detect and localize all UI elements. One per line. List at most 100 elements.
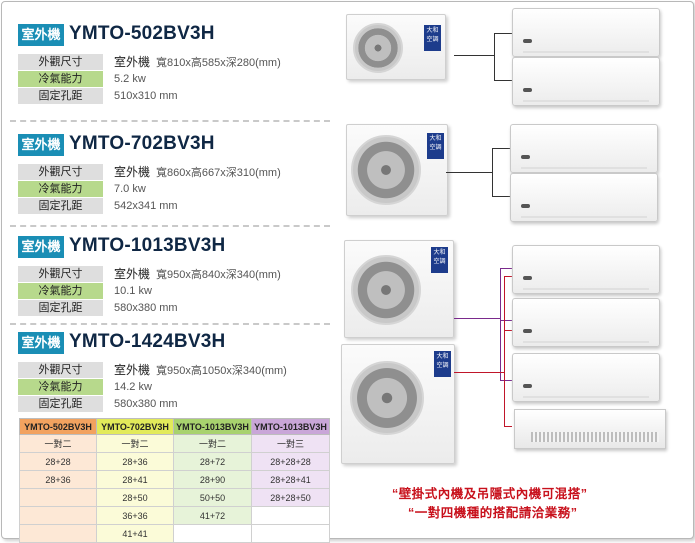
outdoor-tag: 室外機 <box>18 332 64 354</box>
model-section-1013: 室外機 YMTO-1013BV3H 外觀尺寸 室外機寬950x高840x深340… <box>18 235 338 317</box>
mount-value: 580x380 mm <box>114 398 178 410</box>
table-header: YMTO-1013BV3H <box>173 418 252 435</box>
mount-value: 542x341 mm <box>114 200 178 212</box>
cooling-value: 14.2 kw <box>114 381 152 393</box>
fan-icon <box>353 23 403 73</box>
fan-icon <box>350 361 424 435</box>
size-prefix: 室外機 <box>114 267 151 281</box>
size-prefix: 室外機 <box>114 165 151 179</box>
outdoor-tag: 室外機 <box>18 134 64 156</box>
mount-label: 固定孔距 <box>18 300 103 316</box>
section-divider <box>10 323 330 325</box>
pipe-line <box>504 276 505 426</box>
size-value: 寬860x高667x深310(mm) <box>156 167 281 179</box>
table-row: 28+50 50+50 28+28+50 <box>19 488 330 507</box>
table-cell: 28+36 <box>19 470 97 489</box>
table-cell: 一對三 <box>251 434 330 453</box>
pipe-line <box>494 33 512 34</box>
section-divider <box>10 225 330 227</box>
size-prefix: 室外機 <box>114 55 151 69</box>
model-name: YMTO-502BV3H <box>69 23 215 44</box>
indoor-unit-image <box>512 298 660 347</box>
model-section-502: 室外機 YMTO-502BV3H 外觀尺寸 室外機寬810x高585x深280(… <box>18 23 338 105</box>
table-cell <box>251 506 330 525</box>
size-value: 寬810x高585x深280(mm) <box>156 57 281 69</box>
outdoor-unit-image: 大和空調 <box>341 344 455 464</box>
mount-value: 580x380 mm <box>114 302 178 314</box>
table-cell: 28+50 <box>96 488 174 507</box>
size-label: 外觀尺寸 <box>18 266 103 282</box>
pipe-line <box>454 372 504 373</box>
table-cell: 一對二 <box>19 434 97 453</box>
indoor-unit-image <box>512 353 660 402</box>
table-cell: 28+36 <box>96 452 174 471</box>
brand-badge: 大和空調 <box>424 25 441 51</box>
table-cell: 28+28+28 <box>251 452 330 471</box>
table-row: 28+36 28+41 28+90 28+28+41 <box>19 470 330 489</box>
brand-badge: 大和空調 <box>427 133 444 159</box>
pipe-line <box>504 330 512 331</box>
table-header-row: YMTO-502BV3H YMTO-702BV3H YMTO-1013BV3H … <box>19 418 330 435</box>
model-name: YMTO-1013BV3H <box>69 235 226 256</box>
model-name: YMTO-702BV3H <box>69 133 215 154</box>
model-name: YMTO-1424BV3H <box>69 331 226 352</box>
table-cell: 36+36 <box>96 506 174 525</box>
pipe-line <box>494 80 512 81</box>
indoor-unit-image <box>512 8 660 57</box>
outdoor-unit-image: 大和空調 <box>344 240 454 338</box>
fan-icon <box>351 255 421 325</box>
pipe-line <box>454 318 500 319</box>
table-cell <box>19 524 97 543</box>
sales-note: “一對四機種的搭配請洽業務” <box>408 506 578 520</box>
cooling-value: 5.2 kw <box>114 73 146 85</box>
outdoor-tag: 室外機 <box>18 24 64 46</box>
pipe-line <box>446 172 492 173</box>
pipe-line <box>500 268 501 380</box>
table-cell: 28+28+50 <box>251 488 330 507</box>
table-cell: 一對二 <box>96 434 174 453</box>
table-cell: 28+41 <box>96 470 174 489</box>
brand-badge: 大和空調 <box>434 351 451 377</box>
cooling-label: 冷氣能力 <box>18 71 103 87</box>
table-cell: 28+28+41 <box>251 470 330 489</box>
mount-label: 固定孔距 <box>18 396 103 412</box>
outdoor-unit-image: 大和空調 <box>346 14 446 80</box>
table-header: YMTO-502BV3H <box>19 418 97 435</box>
pipe-line <box>500 268 512 269</box>
pipe-line <box>500 320 512 321</box>
table-cell: 28+28 <box>19 452 97 471</box>
ducted-unit-image <box>514 409 666 449</box>
table-cell: 50+50 <box>173 488 252 507</box>
cooling-label: 冷氣能力 <box>18 379 103 395</box>
table-header: YMTO-1013BV3H <box>251 418 330 435</box>
pipe-line <box>500 380 512 381</box>
table-cell: 一對二 <box>173 434 252 453</box>
pipe-line <box>494 33 495 80</box>
pipe-line <box>492 148 510 149</box>
pipe-line <box>492 196 510 197</box>
indoor-unit-image <box>512 245 660 294</box>
table-cell: 41+72 <box>173 506 252 525</box>
section-divider <box>10 120 330 122</box>
cooling-label: 冷氣能力 <box>18 181 103 197</box>
size-label: 外觀尺寸 <box>18 362 103 378</box>
indoor-unit-image <box>510 173 658 222</box>
outdoor-tag: 室外機 <box>18 236 64 258</box>
mount-value: 510x310 mm <box>114 90 178 102</box>
model-section-702: 室外機 YMTO-702BV3H 外觀尺寸 室外機寬860x高667x深310(… <box>18 133 338 215</box>
pipe-line <box>504 426 512 427</box>
pipe-line <box>492 148 493 196</box>
indoor-unit-image <box>510 124 658 173</box>
mount-label: 固定孔距 <box>18 88 103 104</box>
combination-table: YMTO-502BV3H YMTO-702BV3H YMTO-1013BV3H … <box>19 418 330 543</box>
table-row: 36+36 41+72 <box>19 506 330 525</box>
size-prefix: 室外機 <box>114 363 151 377</box>
pipe-line <box>454 55 494 56</box>
size-label: 外觀尺寸 <box>18 164 103 180</box>
cooling-value: 7.0 kw <box>114 183 146 195</box>
model-section-1424: 室外機 YMTO-1424BV3H 外觀尺寸 室外機寬950x高1050x深34… <box>18 331 338 413</box>
outdoor-unit-image: 大和空調 <box>346 124 448 216</box>
table-cell <box>19 506 97 525</box>
cooling-value: 10.1 kw <box>114 285 152 297</box>
table-row: 41+41 <box>19 524 330 543</box>
